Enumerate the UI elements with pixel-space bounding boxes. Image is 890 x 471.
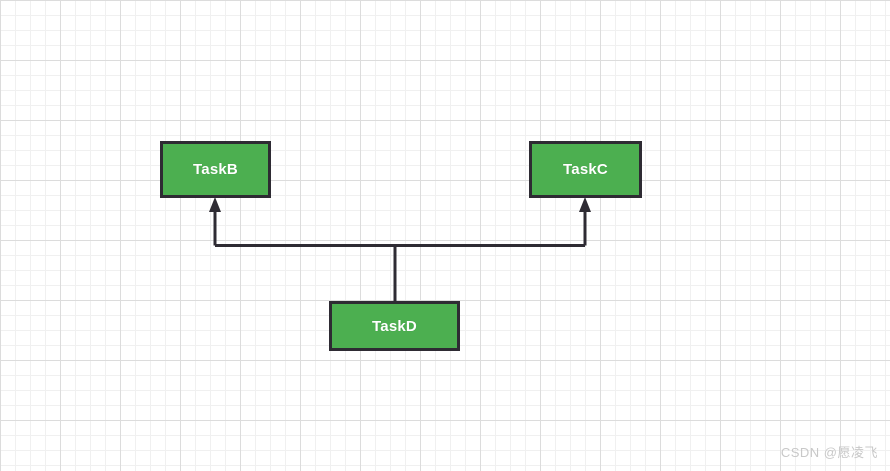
node-taskc[interactable]: TaskC	[529, 141, 642, 198]
watermark-text: CSDN @愿凌飞	[780, 445, 878, 460]
node-taskd-label: TaskD	[372, 317, 417, 335]
node-taskb-label: TaskB	[193, 161, 238, 178]
arrowhead-to-taskb	[209, 197, 221, 212]
arrowhead-to-taskc	[579, 197, 591, 212]
node-taskd[interactable]: TaskD	[329, 301, 460, 351]
node-taskb[interactable]: TaskB	[160, 141, 271, 198]
node-taskc-label: TaskC	[563, 161, 608, 178]
